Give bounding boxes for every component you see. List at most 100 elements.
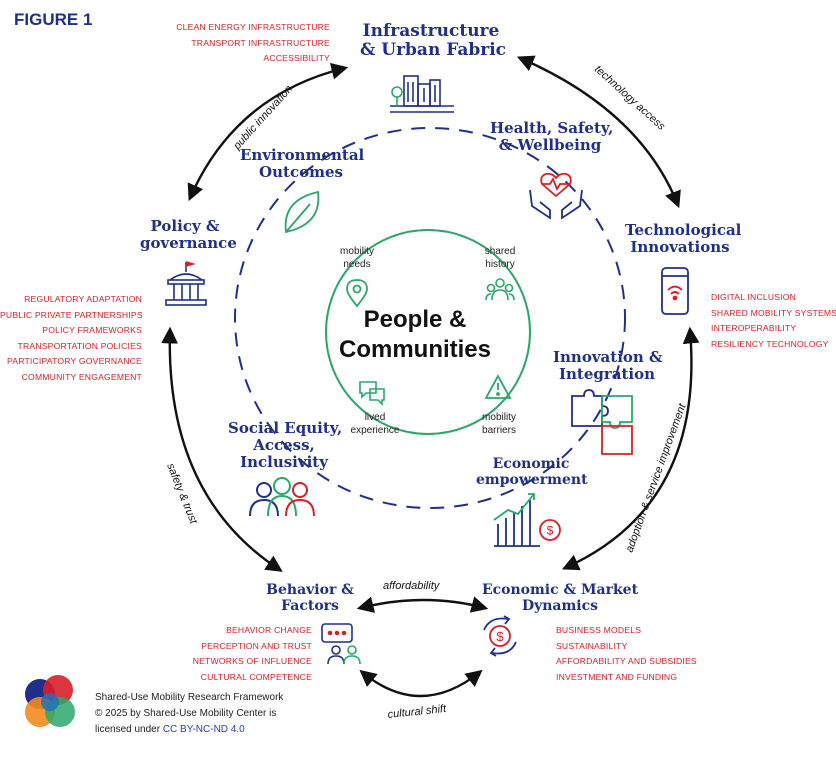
policy-items: REGULATORY ADAPTATION PUBLIC PRIVATE PAR… xyxy=(0,292,143,385)
license-link[interactable]: CC BY-NC-ND 4.0 xyxy=(162,724,245,735)
economic-market-item: BUSINESS MODELS xyxy=(556,625,642,635)
economic-empowerment-title-line2: empowerment xyxy=(476,471,588,488)
social-equity-title: Social Equity, Access, Inclusivity xyxy=(228,420,342,471)
credit-line-prefix: licensed under xyxy=(95,724,163,735)
behavior-item: CULTURAL COMPETENCE xyxy=(200,671,312,682)
infrastructure-title: Infrastructure & Urban Fabric xyxy=(360,21,507,61)
credit-text: Shared-Use Mobility Research Framework ©… xyxy=(95,690,283,738)
svg-text:$: $ xyxy=(547,524,554,538)
people-icon xyxy=(249,477,315,517)
technological-item: DIGITAL INCLUSION xyxy=(711,292,797,302)
credit-line: Shared-Use Mobility Research Framework xyxy=(95,692,284,703)
infrastructure-item: CLEAN ENERGY INFRASTRUCTURE xyxy=(176,22,330,32)
center-item-lived-experience: lived experience xyxy=(340,411,410,437)
environmental-title: Environmental Outcomes xyxy=(240,146,365,181)
label-cultural-shift: cultural shift xyxy=(387,703,448,721)
center-item-line: experience xyxy=(350,425,400,436)
infrastructure-title-line1: Infrastructure xyxy=(362,21,500,41)
center-title-line2: Communities xyxy=(338,336,491,363)
infrastructure-items: CLEAN ENERGY INFRASTRUCTURE TRANSPORT IN… xyxy=(160,20,330,67)
technological-items: DIGITAL INCLUSION SHARED MOBILITY SYSTEM… xyxy=(711,290,836,352)
behavior-title-line2: Factors xyxy=(281,597,339,614)
technological-title-line2: Innovations xyxy=(630,237,730,256)
health-title-line1: Health, Safety, xyxy=(490,119,614,137)
chat-people-icon xyxy=(321,623,361,665)
arrow-technology-access xyxy=(516,55,681,209)
policy-item: PUBLIC PRIVATE PARTNERSHIPS xyxy=(0,309,143,320)
arrow-public-innovation xyxy=(187,63,349,202)
speech-bubbles-icon xyxy=(359,381,385,406)
economic-market-items: BUSINESS MODELS SUSTAINABILITY AFFORDABI… xyxy=(556,623,706,685)
arrow-affordability xyxy=(356,596,489,613)
behavior-item: PERCEPTION AND TRUST xyxy=(201,640,312,651)
innovation-title-line2: Integration xyxy=(558,364,656,383)
innovation-title: Innovation & Integration xyxy=(553,348,663,383)
environmental-title-line2: Outcomes xyxy=(259,162,343,181)
social-equity-title-line2: Access, xyxy=(253,435,315,454)
economic-market-title-line1: Economic & Market xyxy=(481,582,639,598)
currency-cycle-icon: $ xyxy=(483,615,517,657)
label-adoption: adoption & service improvement xyxy=(624,401,689,554)
infrastructure-item: TRANSPORT INFRASTRUCTURE xyxy=(191,37,330,48)
health-title-line2: & Wellbeing xyxy=(498,135,602,154)
behavior-title-line1: Behavior & xyxy=(266,582,354,598)
center-title: People & Communities xyxy=(330,305,500,365)
arrow-cultural-shift xyxy=(359,669,483,698)
center-item-line: needs xyxy=(343,259,371,270)
economic-market-title: Economic & Market Dynamics xyxy=(480,582,640,614)
center-item-line: mobility xyxy=(340,246,374,257)
svg-text:$: $ xyxy=(496,629,504,644)
policy-title-line2: governance xyxy=(140,233,237,252)
policy-item: POLICY FRAMEWORKS xyxy=(42,325,142,335)
environmental-title-line1: Environmental xyxy=(240,146,365,164)
technological-title-line1: Technological xyxy=(625,221,742,239)
center-item-shared-history: shared history xyxy=(470,245,530,271)
technological-item: RESILIENCY TECHNOLOGY xyxy=(711,338,829,349)
inner-circle xyxy=(325,229,531,435)
arrow-adoption xyxy=(561,326,700,571)
infrastructure-title-line2: & Urban Fabric xyxy=(360,40,507,61)
center-title-line1: People & xyxy=(363,306,467,333)
phone-icon xyxy=(661,267,689,315)
center-item-line: shared xyxy=(484,246,516,257)
technological-item: INTEROPERABILITY xyxy=(711,323,797,333)
behavior-items: BEHAVIOR CHANGE PERCEPTION AND TRUST NET… xyxy=(180,623,312,685)
policy-item: TRANSPORTATION POLICIES xyxy=(17,340,142,351)
dashed-ring xyxy=(234,127,626,509)
location-pin-icon xyxy=(346,279,368,308)
behavior-item: BEHAVIOR CHANGE xyxy=(226,625,312,635)
technological-item: SHARED MOBILITY SYSTEMS xyxy=(711,307,836,318)
technological-title: Technological Innovations xyxy=(625,221,742,256)
puzzle-icon xyxy=(571,389,633,455)
leaf-icon xyxy=(284,190,320,234)
label-affordability: affordability xyxy=(383,580,441,592)
arrow-safety-trust xyxy=(161,326,283,572)
center-item-line: history xyxy=(485,259,515,270)
center-item-line: mobility xyxy=(482,412,516,423)
behavior-title: Behavior & Factors xyxy=(262,582,358,614)
credit-line: licensed under CC BY-NC-ND 4.0 xyxy=(95,722,283,738)
behavior-item: NETWORKS OF INFLUENCE xyxy=(192,656,312,666)
policy-title: Policy & governance xyxy=(140,217,237,252)
label-public-innovation: public innovation xyxy=(231,83,295,153)
center-item-mobility-barriers: mobility barriers xyxy=(468,411,530,437)
policy-item: PARTICIPATORY GOVERNANCE xyxy=(6,356,142,366)
figure-label: FIGURE 1 xyxy=(14,10,93,29)
social-equity-title-line3: Inclusivity xyxy=(240,452,328,471)
economic-market-item: SUSTAINABILITY xyxy=(556,640,628,651)
city-icon xyxy=(390,75,454,113)
policy-item: REGULATORY ADAPTATION xyxy=(24,294,142,304)
innovation-title-line1: Innovation & xyxy=(553,348,663,366)
policy-title-line1: Policy & xyxy=(150,217,220,235)
economic-market-title-line2: Dynamics xyxy=(521,597,599,614)
group-icon xyxy=(485,278,515,301)
credit-line: © 2025 by Shared-Use Mobility Center is xyxy=(95,708,277,719)
infrastructure-item: ACCESSIBILITY xyxy=(263,53,330,63)
smc-logo xyxy=(25,675,75,727)
center-item-mobility-needs: mobility needs xyxy=(327,245,387,271)
economic-empowerment-title: Economic empowerment xyxy=(476,456,588,488)
economic-market-item: AFFORDABILITY AND SUBSIDIES xyxy=(556,656,697,666)
economic-market-item: INVESTMENT AND FUNDING xyxy=(556,671,678,682)
capitol-icon xyxy=(165,261,207,306)
economic-empowerment-title-line1: Economic xyxy=(492,456,570,472)
